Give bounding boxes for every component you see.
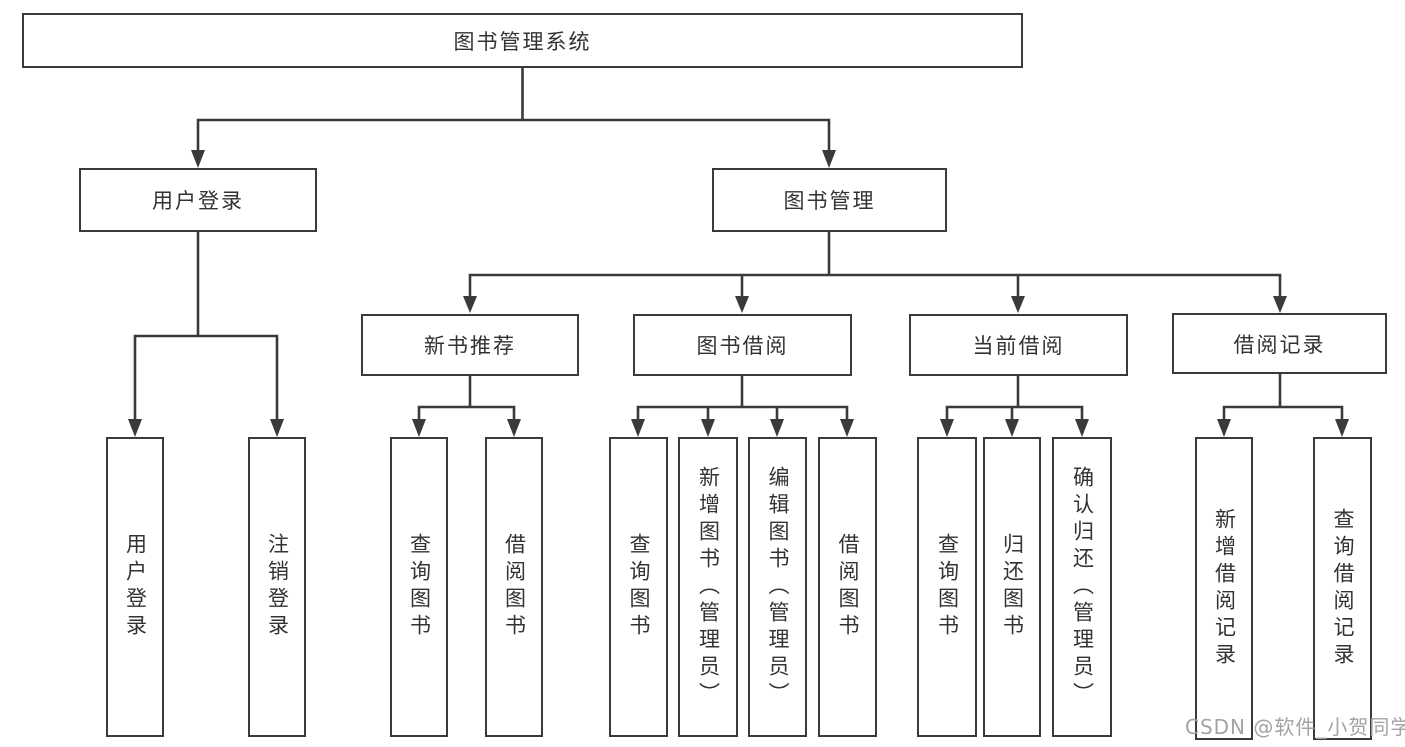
leaf-user-login: 用户登录 — [106, 437, 164, 737]
node-book-management: 图书管理 — [712, 168, 947, 232]
node-book-borrow: 图书借阅 — [633, 314, 852, 376]
arrow-down-icon — [631, 419, 645, 437]
node-system-root: 图书管理系统 — [22, 13, 1023, 68]
leaf-newbook-borrow-book: 借阅图书 — [485, 437, 543, 737]
arrow-down-icon — [1005, 419, 1019, 437]
connector-line — [1222, 374, 1344, 420]
leaf-current-query-book: 查询图书 — [917, 437, 977, 737]
arrow-down-icon — [770, 419, 784, 437]
arrow-down-icon — [701, 419, 715, 437]
arrow-down-icon — [940, 419, 954, 437]
leaf-borrow-edit-book-admin: 编辑图书（管理员） — [748, 437, 807, 737]
connector-line — [636, 376, 849, 420]
leaf-newbook-query-book: 查询图书 — [390, 437, 448, 737]
node-user-login: 用户登录 — [79, 168, 317, 232]
arrow-down-icon — [128, 419, 142, 437]
arrow-down-icon — [507, 419, 521, 437]
leaf-records-query-record: 查询借阅记录 — [1313, 437, 1372, 740]
arrow-down-icon — [1011, 296, 1025, 313]
arrow-down-icon — [1217, 419, 1231, 437]
connector-line — [417, 376, 516, 420]
arrow-down-icon — [822, 150, 836, 168]
arrow-down-icon — [735, 296, 749, 313]
arrow-down-icon — [1335, 419, 1349, 437]
leaf-current-confirm-return-admin: 确认归还（管理员） — [1052, 437, 1112, 737]
connector-line — [945, 376, 1084, 420]
leaf-current-return-book: 归还图书 — [983, 437, 1041, 737]
connector-line — [133, 232, 279, 420]
leaf-borrow-add-book-admin: 新增图书（管理员） — [678, 437, 738, 737]
connector-line — [196, 68, 831, 151]
watermark-text: CSDN @软件_小贺同学 — [1185, 715, 1405, 739]
arrow-down-icon — [463, 296, 477, 313]
leaf-borrow-borrow-book: 借阅图书 — [818, 437, 877, 737]
connector-line — [468, 232, 1282, 297]
leaf-borrow-query-book: 查询图书 — [609, 437, 668, 737]
node-borrow-records: 借阅记录 — [1172, 313, 1387, 374]
arrow-down-icon — [270, 419, 284, 437]
arrow-down-icon — [191, 150, 205, 168]
leaf-records-add-record: 新增借阅记录 — [1195, 437, 1253, 740]
arrow-down-icon — [412, 419, 426, 437]
arrow-down-icon — [1273, 296, 1287, 313]
arrow-down-icon — [1075, 419, 1089, 437]
arrow-down-icon — [840, 419, 854, 437]
node-current-borrow: 当前借阅 — [909, 314, 1128, 376]
leaf-logout: 注销登录 — [248, 437, 306, 737]
node-new-book-recommend: 新书推荐 — [361, 314, 579, 376]
